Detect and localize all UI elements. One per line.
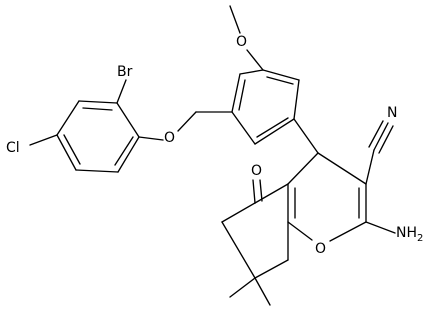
bond-c7-me2 [254,277,271,306]
atom-o-ketone: O [251,163,262,179]
bond-ring-b-5 [231,73,241,113]
atom-o-ether: O [164,130,175,146]
atom-o-ring: O [315,241,326,257]
atom-n-nitrile: N [387,105,397,121]
bond-ring-b-3 [254,118,295,145]
bond-ring-a-4 [56,134,77,171]
bond-c5-o-double [259,179,263,202]
bond-c5-c6 [221,202,256,223]
bonds [29,5,396,306]
bond-c4a-c4 [287,152,319,185]
atom-labels: O Br O Cl N O NH2 O [6,34,423,257]
bond-ring-a-1 [116,102,140,138]
bond-cn-triple-2 [368,120,384,148]
bond-c-cl [29,134,58,146]
bond-cn-triple-3 [378,125,394,154]
bond-cn-triple-1 [373,122,389,151]
bond-c4-c3 [317,152,367,185]
atom-cl: Cl [6,140,20,156]
bond-ring-a-5 [75,169,119,173]
bond-ring-a-double-2 [63,134,81,165]
bond-c4a-c5 [254,183,289,204]
bond-aryl-c4 [293,118,319,154]
atom-o-methoxy: O [236,34,247,50]
bond-ring-b-double-3 [238,79,246,111]
bond-ring-b-1 [262,69,300,81]
bond-ring-b-double-1 [266,76,294,85]
bond-ring-a-6 [117,136,140,173]
bond-ring-b-4 [231,111,256,145]
bond-c5-o [252,179,256,204]
bond-ring-b-6 [239,69,264,75]
atom-nh2-subscript: 2 [417,233,423,244]
atom-nh2: NH2 [396,225,423,244]
bond-o-aryl [246,49,264,71]
bond-o-aryl2 [138,136,164,141]
bond-c2-o1 [329,221,367,242]
bond-ring-b-double-2 [256,117,289,138]
bond-ring-a-double-3 [114,136,134,166]
bond-c6-c7 [221,221,256,279]
bond-ring-a-double-1 [82,107,113,111]
atom-nh2-nh: NH [396,225,417,241]
bond-c3-cn [365,149,375,185]
bond-c-br [116,79,127,104]
bond-c7-me1 [229,277,256,298]
bond-ring-b-2 [293,79,300,120]
bond-c7-c8 [254,259,289,279]
bond-c2-nh2 [365,221,396,234]
bond-ch2-o [177,111,197,132]
bond-ring-a-3 [56,100,80,136]
atom-br: Br [117,64,133,80]
bond-methyl-o [229,5,241,34]
bond-o1-c8a [287,221,313,241]
bond-ring-a-2 [78,100,118,104]
